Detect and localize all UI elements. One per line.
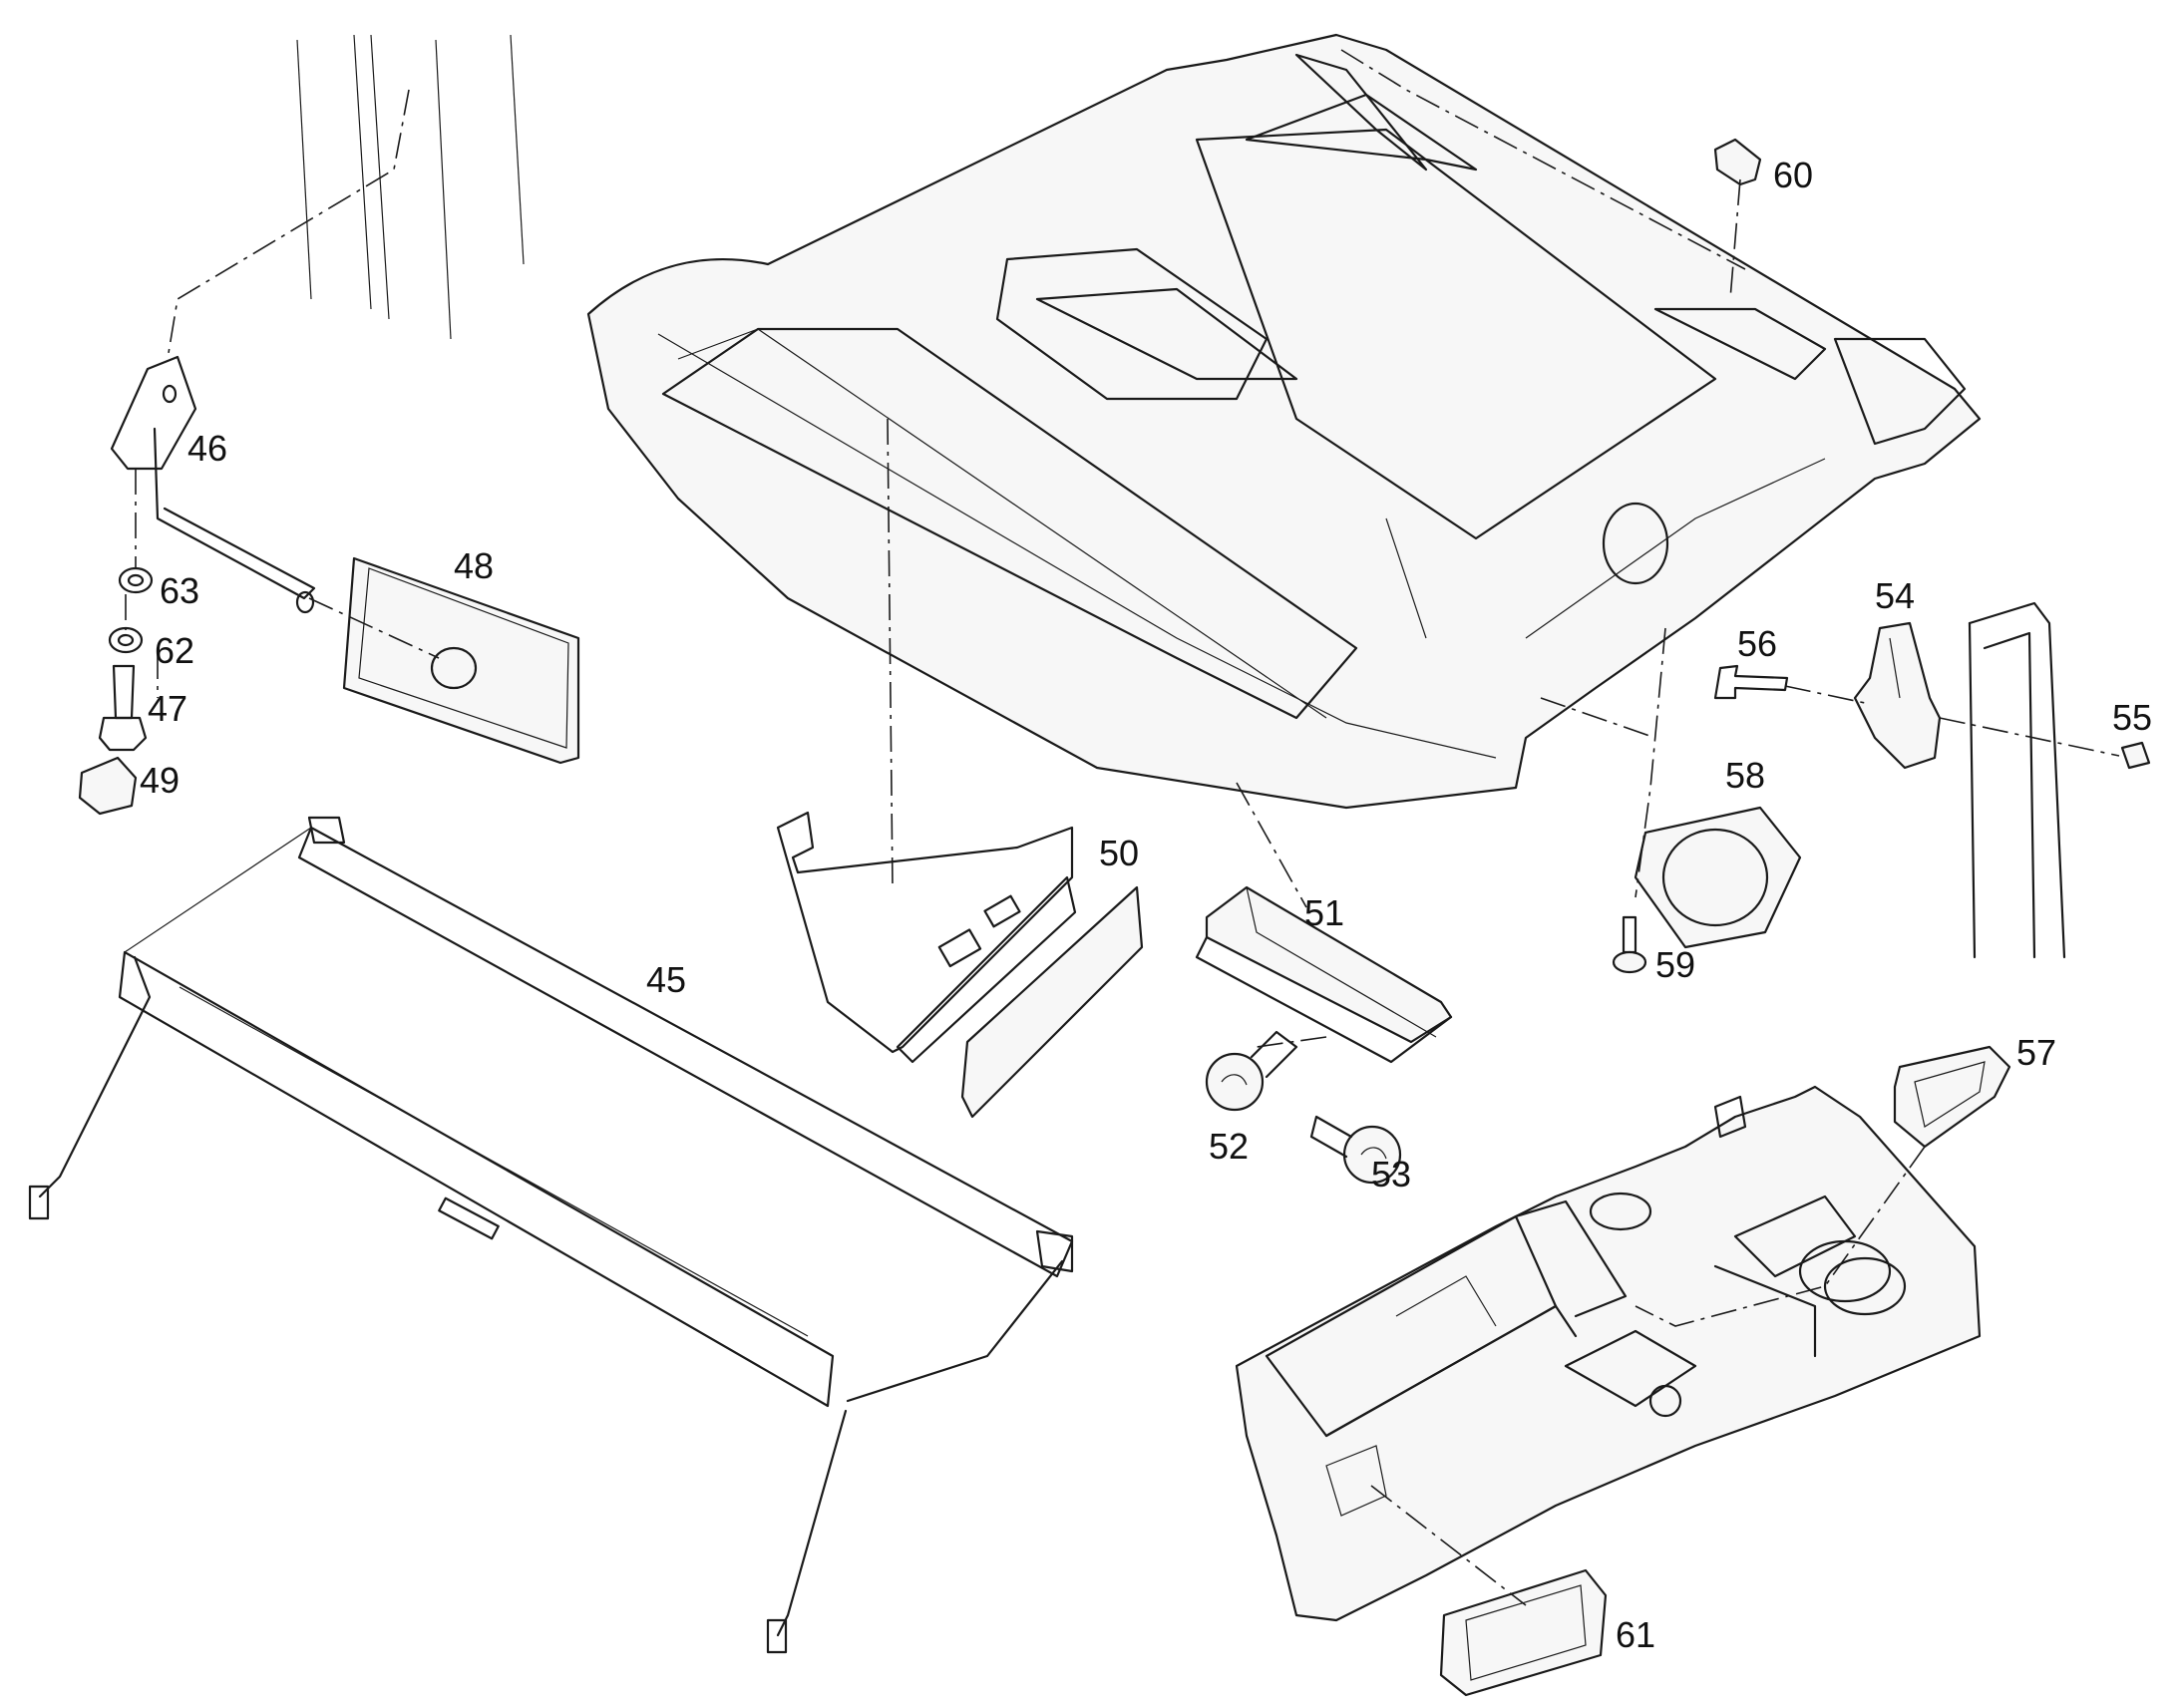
- fastener-stack: [78, 566, 154, 816]
- callout-61: 61: [1616, 1614, 1655, 1655]
- callout-46: 46: [187, 428, 227, 469]
- switch-module-51: [1195, 885, 1453, 1064]
- bracket-display-50: [776, 811, 1144, 1119]
- bracket-rod-46: [110, 355, 316, 614]
- callout-62: 62: [155, 630, 194, 671]
- cap-55: [2120, 741, 2151, 770]
- clip-60: [1713, 138, 1762, 186]
- callout-54: 54: [1875, 575, 1915, 616]
- callout-52: 52: [1209, 1126, 1249, 1167]
- headliner-panel: [586, 33, 1982, 810]
- callout-53: 53: [1371, 1154, 1411, 1195]
- bezel-57: [1893, 1045, 2011, 1149]
- callout-63: 63: [160, 570, 199, 611]
- ring-58: [1634, 806, 1802, 949]
- leader-lines: [125, 49, 2120, 1606]
- callout-47: 47: [148, 688, 187, 729]
- callout-49: 49: [140, 760, 180, 801]
- callout-labels: 45 46 47 48 49 50 51 52 53 54 55 56 57 5…: [140, 155, 2152, 1655]
- lamp-lens-48: [342, 556, 580, 765]
- callout-51: 51: [1304, 892, 1344, 933]
- centre-console: [1235, 1085, 1982, 1622]
- bolt-56: [1713, 664, 1789, 700]
- callout-50: 50: [1099, 833, 1139, 873]
- pillar-lines: [296, 34, 525, 340]
- callout-55: 55: [2112, 697, 2152, 738]
- trim-pillar: [1968, 601, 2066, 959]
- callout-45: 45: [646, 959, 686, 1000]
- bulbs: [1205, 1030, 1402, 1185]
- callout-56: 56: [1737, 623, 1777, 664]
- callout-59: 59: [1655, 944, 1695, 985]
- cover-61: [1439, 1568, 1608, 1697]
- cargo-cover-45: [28, 816, 1074, 1654]
- screw-59: [1612, 915, 1647, 974]
- callout-57: 57: [2016, 1032, 2056, 1073]
- callout-60: 60: [1773, 155, 1813, 195]
- callout-48: 48: [454, 545, 494, 586]
- hook-54: [1853, 621, 1942, 770]
- callout-58: 58: [1725, 755, 1765, 796]
